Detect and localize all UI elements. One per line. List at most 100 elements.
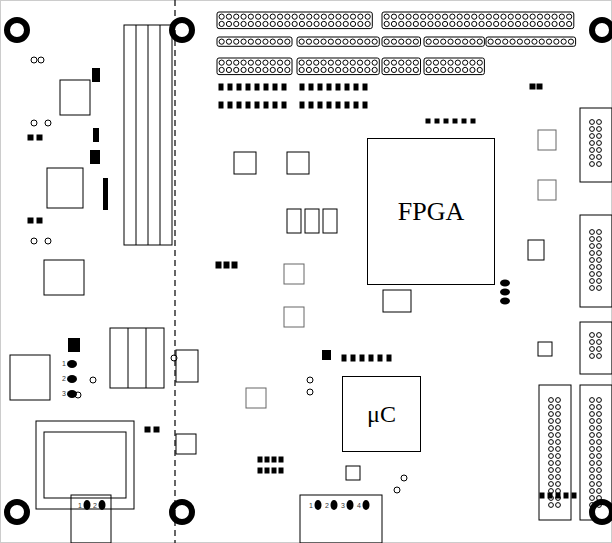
- pin: [234, 39, 239, 44]
- pin: [321, 14, 326, 19]
- pin: [590, 244, 595, 249]
- pin: [549, 503, 554, 508]
- smd-part: [219, 84, 223, 90]
- pin-number: 3: [62, 390, 66, 397]
- pin: [549, 426, 554, 431]
- pin: [515, 21, 520, 26]
- pin: [559, 21, 564, 26]
- pin: [590, 120, 595, 125]
- pin: [421, 14, 426, 19]
- pin-header: [297, 37, 379, 46]
- pin: [321, 60, 326, 65]
- pin: [590, 412, 595, 417]
- pin: [391, 14, 396, 19]
- smd-part: [246, 84, 250, 90]
- smd-part: [265, 468, 269, 473]
- pin: [234, 14, 239, 19]
- pin: [343, 39, 348, 44]
- pin: [488, 39, 493, 44]
- pin: [556, 433, 561, 438]
- smd-part: [426, 119, 430, 123]
- pin: [365, 67, 370, 72]
- pin: [314, 39, 319, 44]
- pin: [556, 447, 561, 452]
- pin: [537, 21, 542, 26]
- pin: [486, 21, 491, 26]
- pin: [556, 475, 561, 480]
- pin: [556, 412, 561, 417]
- pin: [399, 60, 404, 65]
- pin: [350, 60, 355, 65]
- pin: [241, 14, 246, 19]
- pin: [463, 60, 468, 65]
- smd-part: [37, 135, 42, 140]
- via: [394, 487, 400, 493]
- smd-part: [37, 218, 42, 223]
- pin: [299, 39, 304, 44]
- pin: [597, 272, 602, 277]
- pin: [597, 251, 602, 256]
- smd-part: [351, 355, 355, 361]
- pin: [470, 67, 475, 72]
- via: [401, 475, 407, 481]
- pin: [426, 39, 431, 44]
- smd-part: [255, 84, 259, 90]
- pin: [561, 39, 566, 44]
- pin-number: 4: [357, 502, 361, 509]
- smd-part: [309, 84, 313, 90]
- pin: [556, 426, 561, 431]
- pin: [314, 21, 319, 26]
- smd-part: [572, 493, 576, 498]
- pin: [384, 21, 389, 26]
- pin-header: [382, 12, 574, 29]
- smd-part: [145, 427, 150, 432]
- smd-part: [272, 468, 276, 473]
- smd-part: [258, 468, 262, 473]
- pin: [554, 39, 559, 44]
- smd-part: [462, 119, 466, 123]
- smd-part: [309, 102, 313, 108]
- pin: [442, 14, 447, 19]
- pin: [590, 162, 595, 167]
- pin: [597, 244, 602, 249]
- pin: [495, 39, 500, 44]
- pin: [549, 482, 554, 487]
- pin: [590, 475, 595, 480]
- pin: [590, 272, 595, 277]
- smd-part: [354, 102, 358, 108]
- smd-part: [327, 102, 331, 108]
- pin: [546, 39, 551, 44]
- pin: [292, 21, 297, 26]
- pin: [285, 21, 290, 26]
- pin: [263, 14, 268, 19]
- pin: [568, 39, 573, 44]
- pin: [399, 21, 404, 26]
- pin: [433, 39, 438, 44]
- smd-part: [300, 84, 304, 90]
- pin: [350, 14, 355, 19]
- pin: [597, 468, 602, 473]
- pin: [391, 60, 396, 65]
- smd-part: [300, 102, 304, 108]
- pin: [328, 67, 333, 72]
- pin: [270, 14, 275, 19]
- pin: [314, 67, 319, 72]
- pin: [523, 21, 528, 26]
- pin: [455, 67, 460, 72]
- smd-part: [556, 493, 560, 498]
- pin: [270, 39, 275, 44]
- pin: [597, 433, 602, 438]
- pin: [590, 141, 595, 146]
- pin: [590, 340, 595, 345]
- pin: [537, 14, 542, 19]
- pin: [597, 279, 602, 284]
- pin: [590, 258, 595, 263]
- pin: [539, 39, 544, 44]
- pin: [406, 60, 411, 65]
- pin: [457, 14, 462, 19]
- pin: [590, 237, 595, 242]
- smd-part: [363, 102, 367, 108]
- pin: [384, 60, 389, 65]
- pin: [448, 60, 453, 65]
- pin: [525, 39, 530, 44]
